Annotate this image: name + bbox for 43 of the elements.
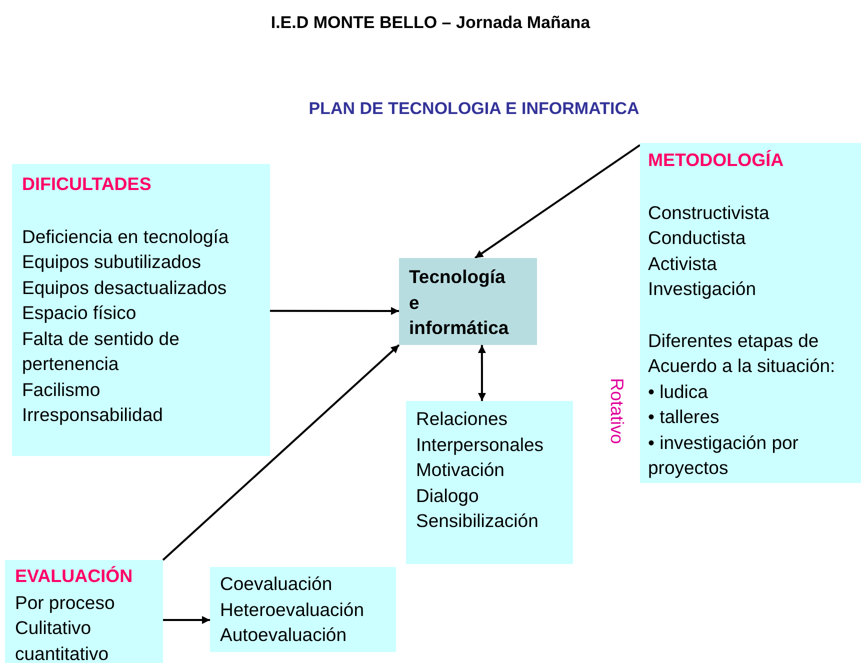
arrow: [163, 616, 210, 624]
text-line: Heteroevaluación: [220, 598, 365, 622]
text-line: Diferentes etapas de Acuerdo a la situación:: [648, 328, 836, 378]
text-line: • ludica: [648, 380, 709, 404]
text-line: Dialogo: [416, 484, 480, 508]
text-line: Coevaluación: [220, 572, 334, 596]
content-box: [210, 567, 396, 652]
text-line: Falta de sentido de pertenencia: [22, 326, 180, 376]
text-line: Espacio físico: [22, 301, 138, 325]
content-box: [12, 164, 270, 456]
vertical-note: Rotativo: [606, 378, 627, 444]
arrow: [474, 144, 641, 259]
text-line: Activista: [648, 252, 718, 276]
plan-title: PLAN DE TECNOLOGIA E INFORMATICA: [308, 99, 640, 119]
arrow: [270, 306, 399, 315]
content-box: [5, 560, 163, 663]
text-line: • investigación por proyectos: [648, 430, 800, 480]
text-line: Investigación: [648, 277, 757, 301]
text-line: Equipos subutilizados: [22, 250, 202, 274]
text-line: Por proceso: [15, 590, 116, 615]
text-line: Conductista: [648, 226, 747, 250]
text-line: Equipos desactualizados: [22, 276, 228, 300]
content-box: [406, 401, 573, 564]
section-heading: DIFICULTADES: [22, 173, 152, 196]
section-heading: METODOLOGÍA: [648, 149, 785, 172]
content-box: [640, 143, 861, 483]
text-line: Culitativo: [15, 616, 92, 640]
text-line: Motivación: [416, 458, 506, 482]
section-heading: EVALUACIÓN: [15, 565, 134, 588]
text-line: Irresponsabilidad: [22, 403, 164, 427]
text-line: Tecnología e informática: [409, 265, 510, 340]
text-line: Sensibilización: [416, 509, 540, 533]
text-line: Constructivista: [648, 200, 770, 224]
text-line: Autoevaluación: [220, 623, 348, 647]
text-line: cuantitativo: [15, 642, 110, 663]
school-heading: I.E.D MONTE BELLO – Jornada Mañana: [270, 13, 592, 33]
text-line: Facilismo: [22, 378, 102, 402]
text-line: • talleres: [648, 405, 720, 429]
topic-box: [399, 258, 537, 345]
arrow: [162, 344, 400, 561]
text-line: Deficiencia en tecnología: [22, 224, 230, 249]
text-line: Relaciones Interpersonales: [416, 407, 545, 457]
arrow: [478, 345, 486, 401]
